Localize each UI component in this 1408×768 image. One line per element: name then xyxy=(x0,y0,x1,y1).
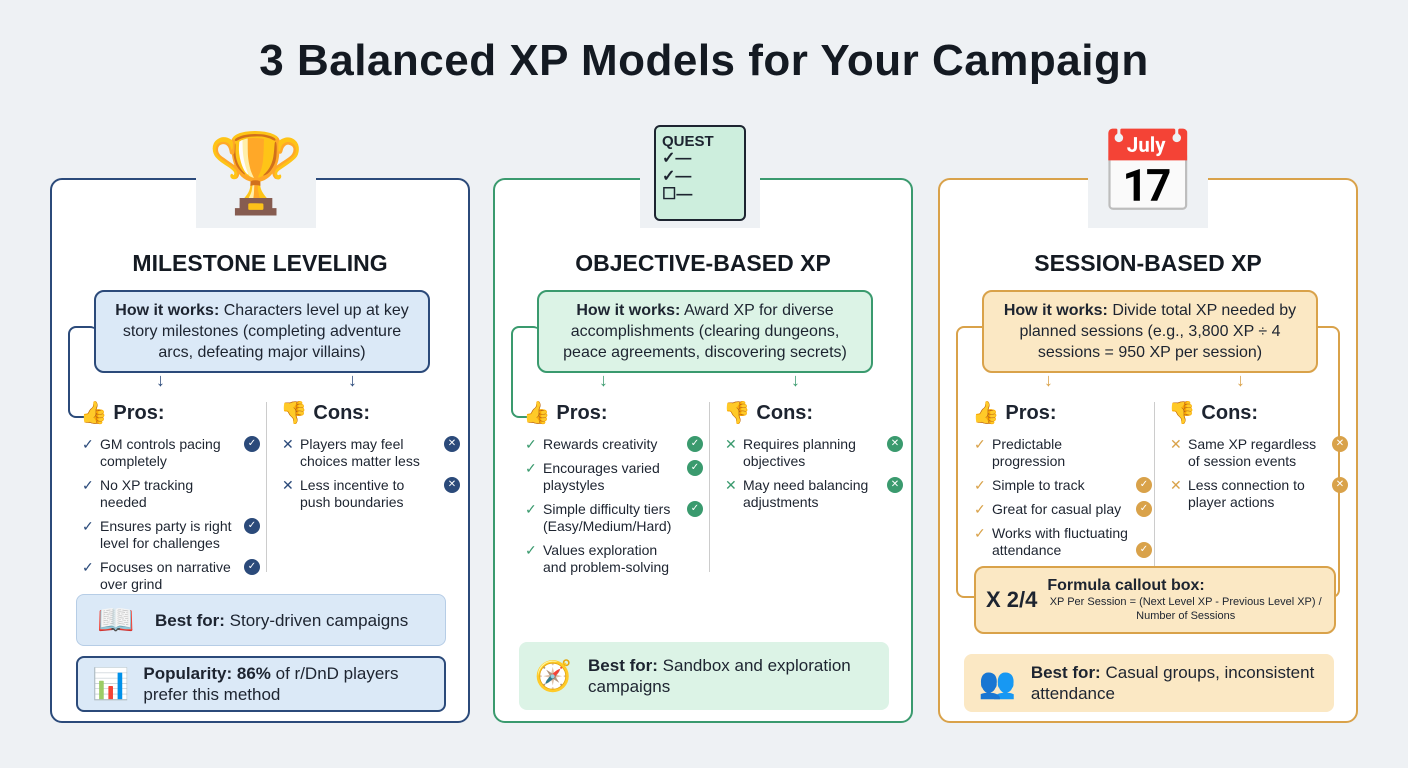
quest-label: QUEST xyxy=(662,133,714,150)
connector-line xyxy=(68,326,98,418)
thumbs-up-icon: 👍 xyxy=(80,400,108,425)
arrow-down-icon: ↓ xyxy=(599,370,608,390)
x-badge-icon: ✕ xyxy=(887,436,903,452)
arrow-down-icon: ↓ xyxy=(1044,370,1053,390)
pros-column: 👍Pros: ✓GM controls pacing completely✓ ✓… xyxy=(80,400,260,600)
connector-line xyxy=(511,326,541,418)
bar-chart-icon: 📊 xyxy=(92,667,130,701)
arrow-down-icon: ↓ xyxy=(791,370,800,390)
x-badge-icon: ✕ xyxy=(1332,436,1348,452)
con-item: ✕Less incentive to push boundaries✕ xyxy=(280,477,460,511)
page-title: 3 Balanced XP Models for Your Campaign xyxy=(259,36,1149,85)
check-badge-icon: ✓ xyxy=(244,436,260,452)
formula-title: Formula callout box: xyxy=(1047,577,1205,594)
best-for-box: 👥Best for: Casual groups, inconsistent a… xyxy=(964,654,1334,712)
check-badge-icon: ✓ xyxy=(244,559,260,575)
con-item: ✕Players may feel choices matter less✕ xyxy=(280,436,460,470)
how-it-works-box: How it works: Characters level up at key… xyxy=(94,290,430,373)
best-for-box: 📖Best for: Story-driven campaigns xyxy=(76,594,446,646)
divider xyxy=(1154,402,1155,572)
x-badge-icon: ✕ xyxy=(1332,477,1348,493)
arrow-down-icon: ↓ xyxy=(348,370,357,390)
card-heading: OBJECTIVE-BASED XP xyxy=(575,250,831,276)
thumbs-up-icon: 👍 xyxy=(972,400,1000,425)
pro-item: ✓Ensures party is right level for challe… xyxy=(80,518,260,552)
arrow-down-icon: ↓ xyxy=(1236,370,1245,390)
map-compass-icon: 🧭 xyxy=(534,659,573,693)
pro-item: ✓Values exploration and problem-solving xyxy=(525,542,670,575)
thumbs-down-icon: 👎 xyxy=(723,400,751,425)
check-badge-icon: ✓ xyxy=(687,460,703,476)
pro-item: ✓Rewards creativity✓ xyxy=(523,436,703,453)
how-it-works-box: How it works: Award XP for diverse accom… xyxy=(537,290,873,373)
con-item: ✕Requires planning objectives✕ xyxy=(723,436,903,470)
trophy-with-flag-icon: 🏆 xyxy=(196,118,316,228)
best-for-box: 🧭Best for: Sandbox and exploration campa… xyxy=(519,642,889,710)
arrow-down-icon: ↓ xyxy=(156,370,165,390)
pro-item: ✓Focuses on narrative over grind✓ xyxy=(80,559,260,593)
open-book-icon: 📖 xyxy=(97,603,135,637)
thumbs-down-icon: 👎 xyxy=(1168,400,1196,425)
x-badge-icon: ✕ xyxy=(444,436,460,452)
check-badge-icon: ✓ xyxy=(244,518,260,534)
pros-column: 👍Pros: ✓Rewards creativity✓ ✓Encourages … xyxy=(523,400,703,583)
how-label: How it works: xyxy=(115,302,220,319)
pro-item: ✓Great for casual play✓ xyxy=(972,501,1152,518)
cons-column: 👎Cons: ✕Same XP regardless of session ev… xyxy=(1168,400,1348,518)
pro-item: ✓Works with fluctuating attendance✓ xyxy=(972,525,1152,559)
x-badge-icon: ✕ xyxy=(887,477,903,493)
session-card: SESSION-BASED XP How it works: Divide to… xyxy=(938,178,1358,723)
formula-symbol: X 2/4 xyxy=(986,587,1038,612)
con-item: ✕Less connection to player actions✕ xyxy=(1168,477,1348,511)
pro-item: ✓Predictable progression xyxy=(974,436,1066,469)
check-badge-icon: ✓ xyxy=(1136,542,1152,558)
formula-text: XP Per Session = (Next Level XP - Previo… xyxy=(1049,596,1322,622)
check-badge-icon: ✓ xyxy=(687,501,703,517)
check-badge-icon: ✓ xyxy=(1136,477,1152,493)
pro-item: ✓Encourages varied playstyles✓ xyxy=(523,460,703,494)
pro-item: ✓No XP tracking needed xyxy=(82,477,194,510)
con-item: ✕May need balancing adjustments✕ xyxy=(723,477,903,511)
quest-scroll-icon: QUEST ✓—✓—☐— xyxy=(640,118,760,228)
card-heading: SESSION-BASED XP xyxy=(1034,250,1262,276)
pro-item: ✓Simple difficulty tiers (Easy/Medium/Ha… xyxy=(523,501,703,535)
check-badge-icon: ✓ xyxy=(1136,501,1152,517)
card-heading: MILESTONE LEVELING xyxy=(132,250,388,276)
check-badge-icon: ✓ xyxy=(687,436,703,452)
players-at-table-icon: 👥 xyxy=(978,666,1017,700)
thumbs-down-icon: 👎 xyxy=(280,400,308,425)
pros-column: 👍Pros: ✓Predictable progression ✓Simple … xyxy=(972,400,1152,566)
milestone-card: MILESTONE LEVELING How it works: Charact… xyxy=(50,178,470,723)
con-item: ✕Same XP regardless of session events✕ xyxy=(1168,436,1348,470)
thumbs-up-icon: 👍 xyxy=(523,400,551,425)
divider xyxy=(266,402,267,572)
formula-callout-box: X 2/4 Formula callout box: XP Per Session… xyxy=(974,566,1336,634)
pro-item: ✓GM controls pacing completely✓ xyxy=(80,436,260,470)
how-text: Characters level up at key story milesto… xyxy=(122,302,409,361)
x-badge-icon: ✕ xyxy=(444,477,460,493)
pros-label: Pros: xyxy=(113,401,165,424)
cons-column: 👎Cons: ✕Requires planning objectives✕ ✕M… xyxy=(723,400,903,518)
objective-card: OBJECTIVE-BASED XP How it works: Award X… xyxy=(493,178,913,723)
cons-label: Cons: xyxy=(313,401,371,424)
divider xyxy=(709,402,710,572)
popularity-box: 📊Popularity: 86% of r/DnD players prefer… xyxy=(76,656,446,712)
calendar-clock-icon: 📅 xyxy=(1088,118,1208,228)
cons-column: 👎Cons: ✕Players may feel choices matter … xyxy=(280,400,460,518)
pro-item: ✓Simple to track✓ xyxy=(972,477,1152,494)
how-it-works-box: How it works: Divide total XP needed by … xyxy=(982,290,1318,373)
